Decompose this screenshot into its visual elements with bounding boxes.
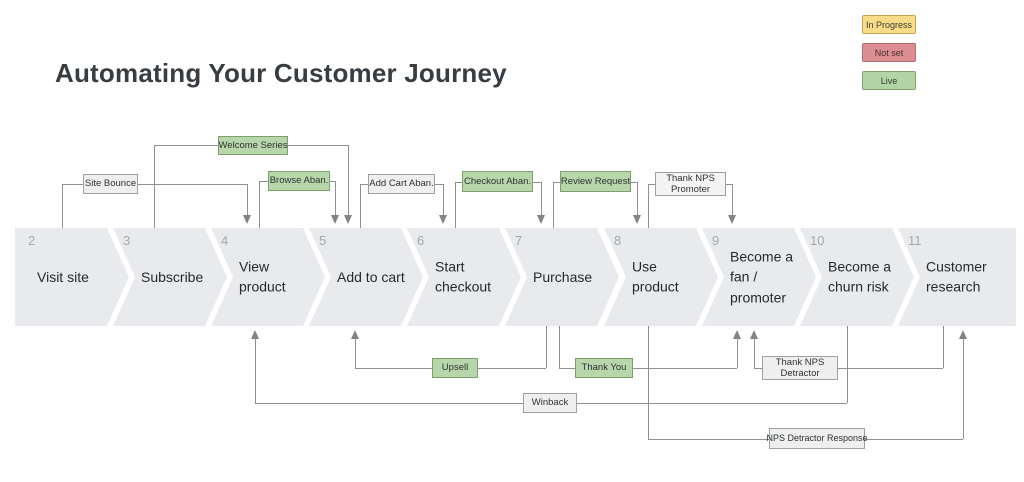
automation-checkout-abandon[interactable]: Checkout Aban. — [462, 171, 533, 192]
connector-line — [553, 182, 554, 228]
arrow-up-icon — [351, 330, 359, 339]
automation-site-bounce[interactable]: Site Bounce — [83, 174, 138, 194]
arrow-down-icon — [243, 215, 251, 224]
connector-line — [154, 145, 155, 228]
automation-thank-nps-promoter[interactable]: Thank NPS Promoter — [655, 172, 726, 196]
connector-line — [553, 182, 560, 183]
arrow-up-icon — [733, 330, 741, 339]
connector-line — [62, 184, 83, 185]
stage-purchase[interactable]: 7 Purchase — [505, 228, 619, 326]
connector-line — [637, 182, 638, 215]
stage-number: 3 — [123, 233, 131, 248]
stage-label: Use product — [632, 258, 679, 295]
stage-become-a-churn-risk[interactable]: 10 Become a churn risk — [800, 228, 914, 326]
stage-view-product[interactable]: 4 View product — [211, 228, 325, 326]
connector-line — [732, 184, 733, 215]
status-legend: In Progress Not set Live — [862, 15, 916, 99]
connector-line — [348, 145, 349, 215]
connector-line — [259, 181, 260, 228]
connector-line — [247, 184, 248, 215]
stage-use-product[interactable]: 8 Use product — [604, 228, 718, 326]
connector-line — [355, 339, 356, 368]
connector-line — [847, 326, 848, 403]
connector-line — [726, 184, 732, 185]
stage-become-a-fan-promoter[interactable]: 9 Become a fan / promoter — [702, 228, 816, 326]
stage-label: Visit site — [37, 268, 89, 285]
connector-line — [541, 182, 542, 215]
stage-add-to-cart[interactable]: 5 Add to cart — [309, 228, 423, 326]
connector-line — [455, 182, 456, 228]
automation-thank-nps-detractor[interactable]: Thank NPS Detractor — [762, 356, 838, 380]
connector-line — [559, 326, 560, 368]
stage-label: Become a fan / promoter — [730, 248, 794, 306]
automation-thank-you[interactable]: Thank You — [575, 358, 633, 378]
connector-line — [360, 184, 361, 228]
stage-number: 7 — [515, 233, 523, 248]
arrow-up-icon — [959, 330, 967, 339]
stage-visit-site[interactable]: 2 Visit site — [15, 228, 129, 326]
connector-line — [335, 181, 336, 215]
connector-line — [255, 339, 256, 403]
arrow-up-icon — [750, 330, 758, 339]
connector-line — [546, 326, 547, 368]
arrow-down-icon — [344, 215, 352, 224]
stage-label: Purchase — [533, 268, 593, 285]
arrow-up-icon — [251, 330, 259, 339]
stage-number: 11 — [908, 233, 922, 248]
stage-label: View product — [239, 258, 286, 295]
stage-label: Become a churn risk — [828, 258, 892, 295]
arrow-down-icon — [439, 215, 447, 224]
connector-line — [154, 145, 218, 146]
stage-label: Subscribe — [141, 268, 204, 285]
page-title: Automating Your Customer Journey — [55, 58, 507, 88]
stage-label: Start checkout — [435, 258, 492, 295]
stage-number: 4 — [221, 233, 229, 248]
connector-line — [631, 182, 637, 183]
connector-line — [943, 326, 944, 368]
stage-number: 6 — [417, 233, 425, 248]
connector-line — [288, 145, 348, 146]
automation-winback[interactable]: Winback — [523, 393, 577, 413]
connector-line — [648, 326, 649, 439]
automation-welcome-series[interactable]: Welcome Series — [218, 136, 288, 155]
arrow-down-icon — [633, 215, 641, 224]
arrow-down-icon — [331, 215, 339, 224]
connector-line — [754, 339, 755, 368]
stage-label: Add to cart — [337, 268, 405, 285]
stage-number: 2 — [28, 233, 36, 248]
journey-stage-band: 2 Visit site 3 Subscribe 4 View product … — [0, 228, 1024, 326]
connector-line — [360, 184, 368, 185]
automation-review-request[interactable]: Review Request — [560, 171, 631, 192]
connector-line — [533, 182, 541, 183]
automation-browse-abandon[interactable]: Browse Aban. — [268, 171, 330, 191]
connector-line — [648, 184, 655, 185]
automation-add-cart-abandon[interactable]: Add Cart Aban. — [368, 174, 435, 194]
connector-line — [435, 184, 443, 185]
stage-number: 5 — [319, 233, 327, 248]
connector-line — [754, 368, 943, 369]
stage-number: 9 — [712, 233, 720, 248]
connector-line — [138, 184, 247, 185]
legend-item-in-progress[interactable]: In Progress — [862, 15, 916, 34]
connector-line — [330, 181, 335, 182]
stage-label: Customer research — [926, 258, 987, 295]
connector-line — [259, 181, 268, 182]
legend-item-live[interactable]: Live — [862, 71, 916, 90]
connector-line — [737, 339, 738, 368]
stage-customer-research[interactable]: 11 Customer research — [898, 228, 1016, 326]
connector-line — [62, 184, 63, 228]
stage-subscribe[interactable]: 3 Subscribe — [113, 228, 227, 326]
connector-line — [648, 184, 649, 228]
connector-line — [455, 182, 462, 183]
automation-nps-detractor-response[interactable]: NPS Detractor Response — [766, 428, 868, 449]
arrow-down-icon — [728, 215, 736, 224]
automation-upsell[interactable]: Upsell — [432, 358, 478, 378]
legend-item-not-set[interactable]: Not set — [862, 43, 916, 62]
stage-start-checkout[interactable]: 6 Start checkout — [407, 228, 521, 326]
stage-number: 8 — [614, 233, 622, 248]
arrow-down-icon — [537, 215, 545, 224]
connector-line — [443, 184, 444, 215]
connector-line — [963, 339, 964, 439]
stage-number: 10 — [810, 233, 825, 248]
